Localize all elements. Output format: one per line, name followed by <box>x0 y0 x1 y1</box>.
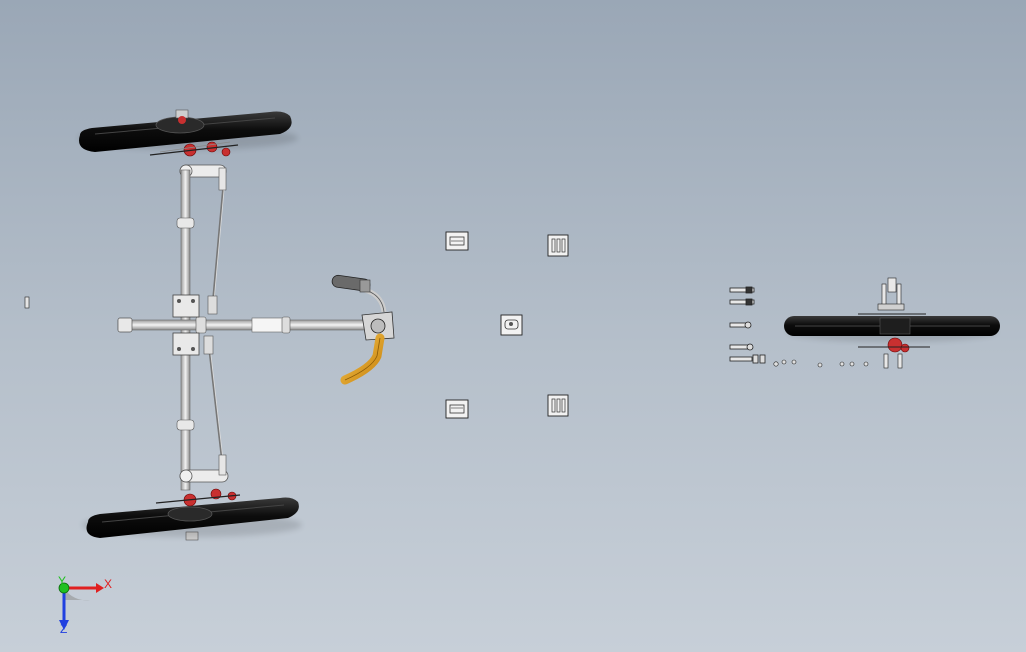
x-axis-label: X <box>104 577 112 591</box>
bracket-part-3[interactable] <box>500 314 523 336</box>
y-axis-label: Y <box>58 574 66 588</box>
rear-hub[interactable] <box>858 337 930 369</box>
horizontal-main-beam[interactable] <box>117 316 369 334</box>
z-axis-label: Z <box>60 622 67 636</box>
bottom-tire[interactable] <box>82 497 302 539</box>
rear-tire[interactable] <box>784 316 1000 342</box>
bracket-part-1[interactable] <box>445 231 469 251</box>
top-tire[interactable] <box>78 111 298 153</box>
grip-handle-gray[interactable] <box>331 274 371 293</box>
center-clamp[interactable] <box>172 294 200 356</box>
bottom-steering-knuckle[interactable] <box>179 454 229 483</box>
rear-wheel-assembly[interactable] <box>784 277 1000 369</box>
bracket-part-5[interactable] <box>547 394 569 417</box>
bracket-part-2[interactable] <box>547 234 569 257</box>
rear-fork[interactable] <box>858 277 926 315</box>
tie-rods[interactable] <box>203 189 225 461</box>
small-part-left[interactable] <box>24 296 30 309</box>
grip-handle-orange[interactable] <box>340 333 385 385</box>
coordinate-triad-icon: X Y Z <box>58 574 112 636</box>
steering-head[interactable] <box>361 287 395 341</box>
fastener-set[interactable] <box>729 286 869 368</box>
top-hub[interactable] <box>149 109 239 157</box>
front-axle-assembly[interactable] <box>78 109 395 541</box>
bracket-part-4[interactable] <box>445 399 469 419</box>
